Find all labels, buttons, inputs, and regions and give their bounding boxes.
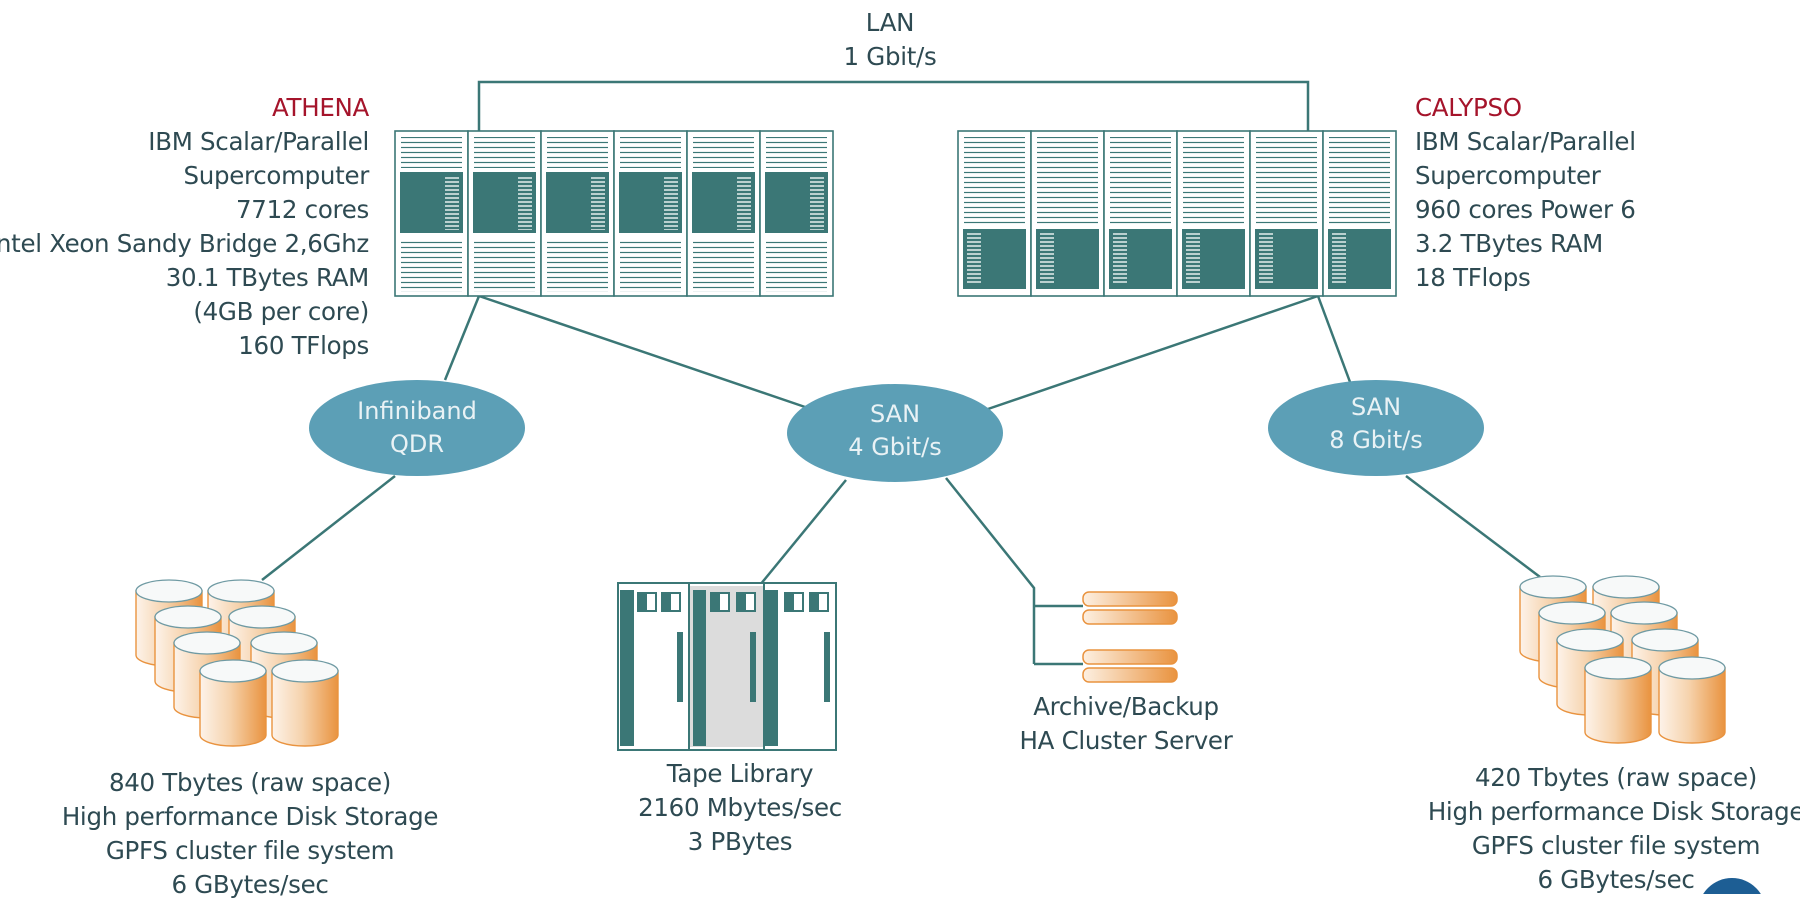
san4-archive-link — [945, 477, 1036, 664]
athena-spec: (4GB per core) — [193, 297, 369, 326]
tape-line: 2160 Mbytes/sec — [638, 793, 842, 822]
calypso-spec: 960 cores Power 6 — [1415, 195, 1636, 224]
calypso-spec: IBM Scalar/Parallel — [1415, 127, 1636, 156]
san4-speed: 4 Gbit/s — [848, 433, 942, 461]
lan-name: LAN — [865, 8, 915, 37]
archive-line: Archive/Backup — [1033, 692, 1219, 721]
archive-server-icon — [1082, 591, 1178, 683]
san8-storage-link — [1405, 475, 1541, 578]
storage-right-line: 6 GBytes/sec — [1537, 865, 1695, 894]
disk-cylinder — [199, 659, 267, 747]
disk-storage-left — [135, 579, 339, 747]
rack-cabinet — [1249, 130, 1324, 297]
rack-cabinet — [1030, 130, 1105, 297]
storage-left-line: 840 Tbytes (raw space) — [108, 768, 392, 797]
storage-left-caption: 840 Tbytes (raw space) High performance … — [50, 766, 450, 902]
archive-line: HA Cluster Server — [1019, 726, 1233, 755]
san4-label: SAN 4 Gbit/s — [795, 398, 995, 464]
calypso-title: CALYPSO — [1415, 93, 1522, 122]
storage-right-line: High performance Disk Storage — [1427, 797, 1800, 826]
tape-line: Tape Library — [666, 759, 814, 788]
calypso-san4-link — [984, 294, 1319, 412]
rack-cabinet — [957, 130, 1032, 297]
rack-cabinet — [467, 130, 542, 297]
archive-caption: Archive/Backup HA Cluster Server — [976, 690, 1276, 758]
connection-lines — [261, 80, 1541, 666]
athena-spec: Supercomputer — [183, 161, 370, 190]
storage-right-line: GPFS cluster file system — [1471, 831, 1761, 860]
rack-cabinet — [613, 130, 688, 297]
lan-speed: 1 Gbit/s — [843, 42, 937, 71]
athena-spec: 30.1 TBytes RAM — [165, 263, 370, 292]
infiniband-type: QDR — [389, 430, 445, 458]
tape-line: 3 PBytes — [687, 827, 793, 856]
athena-infiniband-link — [443, 295, 481, 381]
lan-link — [477, 80, 1310, 131]
infiniband-label: Infiniband QDR — [317, 395, 517, 461]
disk-cylinder — [1658, 656, 1726, 744]
lan-label: LAN 1 Gbit/s — [790, 6, 990, 74]
san4-cloud — [787, 384, 1003, 482]
tape-library-caption: Tape Library 2160 Mbytes/sec 3 PBytes — [590, 757, 890, 859]
athena-spec: Intel Xeon Sandy Bridge 2,6Ghz — [0, 229, 369, 258]
calypso-spec: 3.2 TBytes RAM — [1415, 229, 1603, 258]
san8-label: SAN 8 Gbit/s — [1276, 391, 1476, 457]
rack-cabinet — [1176, 130, 1251, 297]
disk-cylinder — [1584, 656, 1652, 744]
storage-right-line: 420 Tbytes (raw space) — [1474, 763, 1758, 792]
san8-speed: 8 Gbit/s — [1329, 426, 1423, 454]
athena-spec: 7712 cores — [236, 195, 369, 224]
calypso-server-rack — [957, 130, 1397, 297]
san4-name: SAN — [869, 400, 921, 428]
athena-spec: IBM Scalar/Parallel — [148, 127, 369, 156]
storage-right-caption: 420 Tbytes (raw space) High performance … — [1416, 761, 1800, 897]
rack-cabinet — [686, 130, 761, 297]
san8-cloud — [1268, 380, 1484, 476]
infiniband-cloud — [309, 380, 525, 476]
disk-cylinder — [271, 659, 339, 747]
calypso-spec: Supercomputer — [1415, 161, 1601, 190]
rack-cabinet — [759, 130, 834, 297]
rack-cabinet — [1103, 130, 1178, 297]
storage-left-line: 6 GBytes/sec — [171, 870, 329, 899]
infiniband-storage-link — [261, 475, 396, 581]
athena-server-rack — [394, 130, 834, 297]
rack-cabinet — [394, 130, 469, 297]
infiniband-name: Infiniband — [357, 397, 477, 425]
athena-info: ATHENA IBM Scalar/Parallel Supercomputer… — [0, 91, 369, 363]
rack-cabinet — [540, 130, 615, 297]
calypso-san8-link — [1316, 295, 1352, 383]
tape-library-icon — [617, 582, 837, 751]
calypso-spec: 18 TFlops — [1415, 263, 1531, 292]
san8-name: SAN — [1350, 393, 1402, 421]
disk-storage-right — [1519, 575, 1726, 744]
rack-cabinet — [1322, 130, 1397, 297]
athena-title: ATHENA — [271, 93, 369, 122]
storage-left-line: High performance Disk Storage — [61, 802, 439, 831]
calypso-info: CALYPSO IBM Scalar/Parallel Supercompute… — [1415, 91, 1636, 295]
corner-badge — [1703, 878, 1761, 894]
athena-san4-link — [478, 294, 809, 410]
athena-spec: 160 TFlops — [238, 331, 369, 360]
san4-tape-link — [759, 479, 847, 586]
storage-left-line: GPFS cluster file system — [105, 836, 395, 865]
